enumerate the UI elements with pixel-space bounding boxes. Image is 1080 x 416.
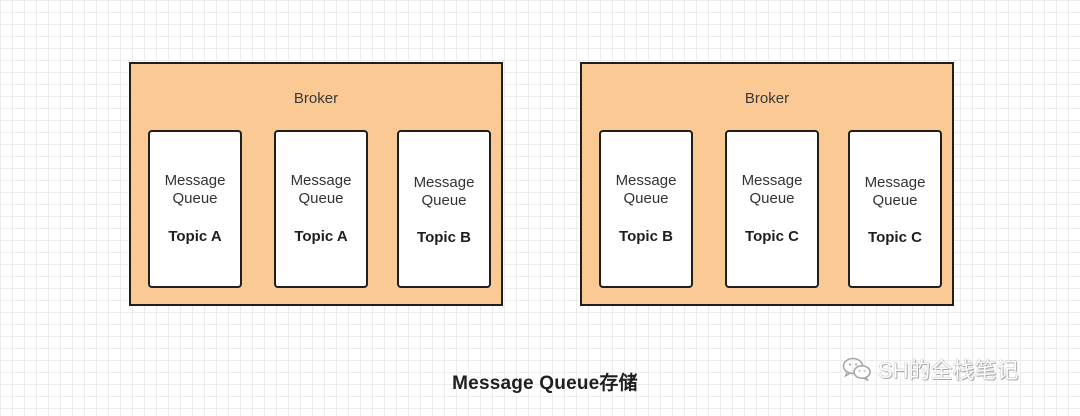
message-queue-label: Message Queue [741, 172, 803, 207]
topic-label: Topic C [868, 229, 922, 246]
message-queue-label: Message Queue [164, 172, 226, 207]
topic-label: Topic C [745, 228, 799, 245]
wechat-icon [842, 357, 871, 382]
message-queue-label: Message Queue [864, 174, 926, 209]
watermark-text: SH的全栈笔记 [878, 358, 1019, 383]
broker-box-1: Broker Message Queue Topic A Message Que… [129, 62, 503, 306]
message-queue-box: Message Queue Topic A [148, 130, 242, 288]
message-queue-box: Message Queue Topic C [848, 130, 942, 288]
message-queue-box: Message Queue Topic C [725, 130, 819, 288]
broker-box-2: Broker Message Queue Topic B Message Que… [580, 62, 954, 306]
message-queue-box: Message Queue Topic A [274, 130, 368, 288]
message-queue-box: Message Queue Topic B [599, 130, 693, 288]
broker-label: Broker [744, 90, 790, 107]
diagram-caption: Message Queue存储 [452, 373, 638, 394]
topic-label: Topic A [168, 228, 222, 245]
topic-label: Topic B [619, 228, 673, 245]
message-queue-label: Message Queue [615, 172, 677, 207]
broker-label: Broker [293, 90, 339, 107]
topic-label: Topic B [417, 229, 471, 246]
message-queue-label: Message Queue [413, 174, 475, 209]
message-queue-box: Message Queue Topic B [397, 130, 491, 288]
message-queue-label: Message Queue [290, 172, 352, 207]
topic-label: Topic A [294, 228, 348, 245]
watermark: SH的全栈笔记 [842, 352, 1019, 386]
